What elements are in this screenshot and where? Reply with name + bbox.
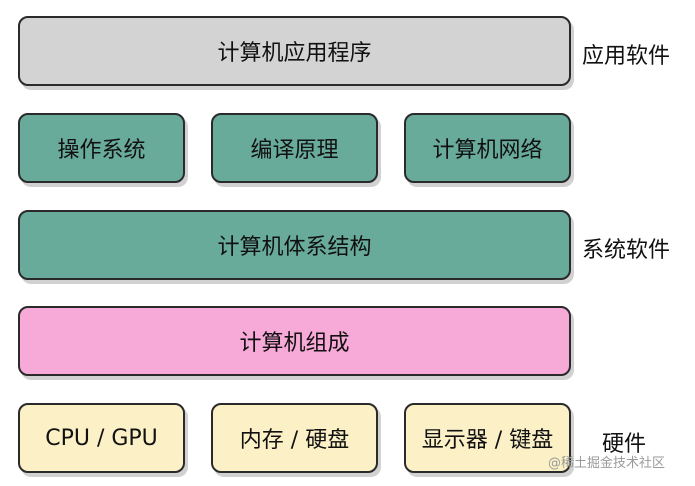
system-software-label: 系统软件	[582, 238, 671, 263]
organization-box-label: 计算机组成	[239, 331, 350, 356]
computer-network-label: 计算机网络	[432, 138, 543, 163]
computer-network-box: 计算机网络	[404, 113, 571, 183]
operating-system-box: 操作系统	[18, 113, 185, 183]
cpu-gpu-label: CPU / GPU	[45, 425, 158, 451]
organization-box: 计算机组成	[18, 306, 571, 376]
application-box: 计算机应用程序	[18, 16, 571, 86]
architecture-box: 计算机体系结构	[18, 210, 571, 280]
architecture-box-label: 计算机体系结构	[217, 235, 372, 260]
compiler-principles-label: 编译原理	[250, 138, 339, 163]
watermark: @稀土掘金技术社区	[548, 456, 666, 471]
application-software-label: 应用软件	[582, 44, 671, 69]
operating-system-label: 操作系统	[57, 138, 146, 163]
application-box-label: 计算机应用程序	[217, 41, 372, 66]
display-keyboard-label: 显示器 / 键盘	[421, 428, 554, 453]
cpu-gpu-box: CPU / GPU	[18, 403, 185, 473]
memory-disk-box: 内存 / 硬盘	[211, 403, 378, 473]
display-keyboard-box: 显示器 / 键盘	[404, 403, 571, 473]
compiler-principles-box: 编译原理	[211, 113, 378, 183]
hardware-label: 硬件	[602, 432, 647, 457]
memory-disk-label: 内存 / 硬盘	[239, 428, 350, 453]
